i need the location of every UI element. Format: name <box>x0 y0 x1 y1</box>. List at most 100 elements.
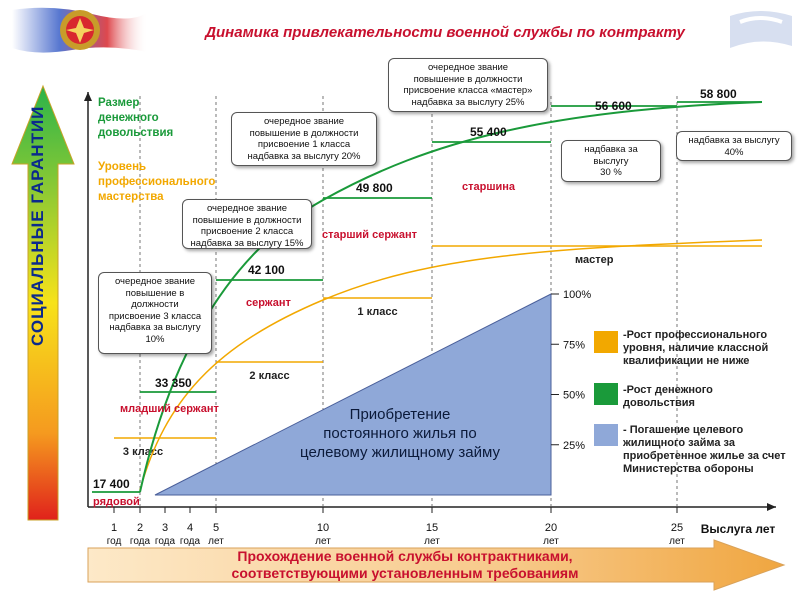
legend-line: квалификации не ниже <box>623 355 750 367</box>
x-tick-label: 5 <box>213 522 219 534</box>
rank-label: сержант <box>246 297 292 309</box>
x-tick-sublabel: лет <box>208 536 224 547</box>
callout-line: надбавка за выслугу <box>109 322 201 333</box>
skill-step-label: 2 класс <box>249 370 289 382</box>
callout-line: должности <box>131 299 179 310</box>
callout-line: присвоение 1 класса <box>257 139 351 150</box>
legend-line: Министерства обороны <box>623 463 754 475</box>
callout-line: очередное звание <box>206 203 288 214</box>
legend-line: - Погашение целевого <box>623 424 744 436</box>
skill-legend-line-2: профессионального <box>98 176 216 188</box>
callout-year-25: надбавка за выслугу 40% <box>676 131 792 161</box>
housing-tick-label: 75% <box>563 339 585 351</box>
callout-line: надбавка за выслугу <box>688 135 780 146</box>
x-tick-sublabel: лет <box>543 536 559 547</box>
x-tick-sublabel: лет <box>315 536 331 547</box>
callout-line: надбавка за выслугу 15% <box>190 237 304 249</box>
social-guarantees-arrow <box>11 84 75 521</box>
legend-line: уровня, наличие классной <box>623 342 769 354</box>
housing-tick-label: 50% <box>563 390 585 402</box>
chart-title: Динамика привлекательности военной служб… <box>205 24 685 41</box>
callout-line: 40% <box>724 146 744 158</box>
x-tick-label: 25 <box>671 522 683 534</box>
pay-value-label: 56 600 <box>595 99 632 113</box>
skill-step-label: мастер <box>575 254 614 266</box>
bottom-arrow-line-2: соответствующими установленным требовани… <box>231 565 579 581</box>
pay-legend-line-1: Размер <box>98 97 140 109</box>
callout-year-15: очередное звание повышение в должности п… <box>388 58 548 112</box>
housing-tick-label: 25% <box>563 440 585 452</box>
housing-label-1: Приобретение <box>349 406 451 423</box>
callout-line: присвоение 2 класса <box>200 226 294 237</box>
legend-text-pay: -Рост денежного довольствия <box>623 384 713 410</box>
legend-line: довольствия <box>623 397 695 409</box>
x-tick-label: 4 <box>187 522 193 534</box>
housing-label-3: целевому жилищному займу <box>300 444 500 461</box>
rank-label: старший сержант <box>322 229 418 241</box>
x-tick-label: 2 <box>137 522 143 534</box>
callout-year-20: надбавка за выслугу 30 % <box>561 140 661 182</box>
pay-value-label: 33 350 <box>155 376 192 390</box>
pay-legend-line-2: денежного <box>98 112 159 124</box>
skill-legend-line-3: мастерства <box>98 191 164 203</box>
service-progress-arrow <box>87 539 786 591</box>
y-axis-arrowhead <box>84 92 92 101</box>
x-tick-label: 1 <box>111 522 117 534</box>
legend-swatch-skill <box>594 331 618 353</box>
callout-line: надбавка за <box>584 144 638 155</box>
legend-line: -Рост денежного <box>623 384 713 396</box>
rank-label: старшина <box>462 181 516 193</box>
legend-text-housing: - Погашение целевого жилищного займа за … <box>623 424 786 476</box>
callout-line: повышение в должности <box>413 73 523 85</box>
callout-line: надбавка за выслугу 25% <box>411 96 525 108</box>
x-axis-arrowhead <box>767 503 776 511</box>
decorative-flag-icon <box>730 11 792 48</box>
callout-year-10: очередное звание повышение в должности п… <box>231 112 377 166</box>
skill-step-label: 1 класс <box>357 306 397 318</box>
callout-line: 30 % <box>600 167 622 178</box>
pay-value-label: 55 400 <box>470 125 507 139</box>
callout-line: выслугу <box>593 155 629 167</box>
pay-value-label: 49 800 <box>356 181 393 195</box>
callout-line: повышение в <box>125 287 185 299</box>
pay-value-label: 58 800 <box>700 87 737 101</box>
callout-line: очередное звание <box>263 116 345 127</box>
callout-line: присвоение класса «мастер» <box>403 85 533 96</box>
pay-value-label: 17 400 <box>93 477 130 491</box>
emblem-flag-icon <box>12 7 148 53</box>
legend-line: приобретенное жилье за счет <box>623 450 786 462</box>
skill-legend-line-1: Уровень <box>98 161 147 173</box>
callout-year-5: очередное звание повышение в должности п… <box>182 199 312 249</box>
x-tick-sublabel: лет <box>669 536 685 547</box>
callout-year-2: очередное звание повышение в должности п… <box>98 272 212 354</box>
callout-line: повышение в должности <box>192 214 302 226</box>
pay-value-label: 42 100 <box>248 263 285 277</box>
x-tick-label: 20 <box>545 522 557 534</box>
x-tick-sublabel: года <box>180 536 201 547</box>
legend-line: жилищного займа за <box>623 437 735 449</box>
rank-label: рядовой <box>93 496 140 508</box>
callout-line: надбавка за выслугу 20% <box>247 150 361 162</box>
x-axis-label: Выслуга лет <box>701 522 776 536</box>
housing-label-2: постоянного жилья по <box>323 425 477 442</box>
callout-line: очередное звание <box>114 276 196 287</box>
pay-curve <box>139 101 763 493</box>
x-tick-label: 3 <box>162 522 168 534</box>
bottom-arrow-line-1: Прохождение военной службы контрактникам… <box>237 548 573 564</box>
housing-triangle <box>154 293 552 496</box>
housing-tick-label: 100% <box>563 289 591 301</box>
pay-legend-line-3: довольствия <box>98 127 174 139</box>
legend-text-skill: -Рост профессионального уровня, наличие … <box>623 329 768 368</box>
x-tick-sublabel: лет <box>424 536 440 547</box>
x-tick-label: 10 <box>317 522 329 534</box>
callout-line: 10% <box>145 333 165 345</box>
x-tick-sublabel: год <box>107 536 122 547</box>
x-tick-sublabel: года <box>130 536 151 547</box>
x-tick-sublabel: года <box>155 536 176 547</box>
rank-label: младший сержант <box>120 403 219 415</box>
legend-swatch-pay <box>594 383 618 405</box>
skill-curve <box>139 239 763 491</box>
legend-line: -Рост профессионального <box>623 329 768 341</box>
callout-line: присвоение 3 класса <box>108 310 202 322</box>
